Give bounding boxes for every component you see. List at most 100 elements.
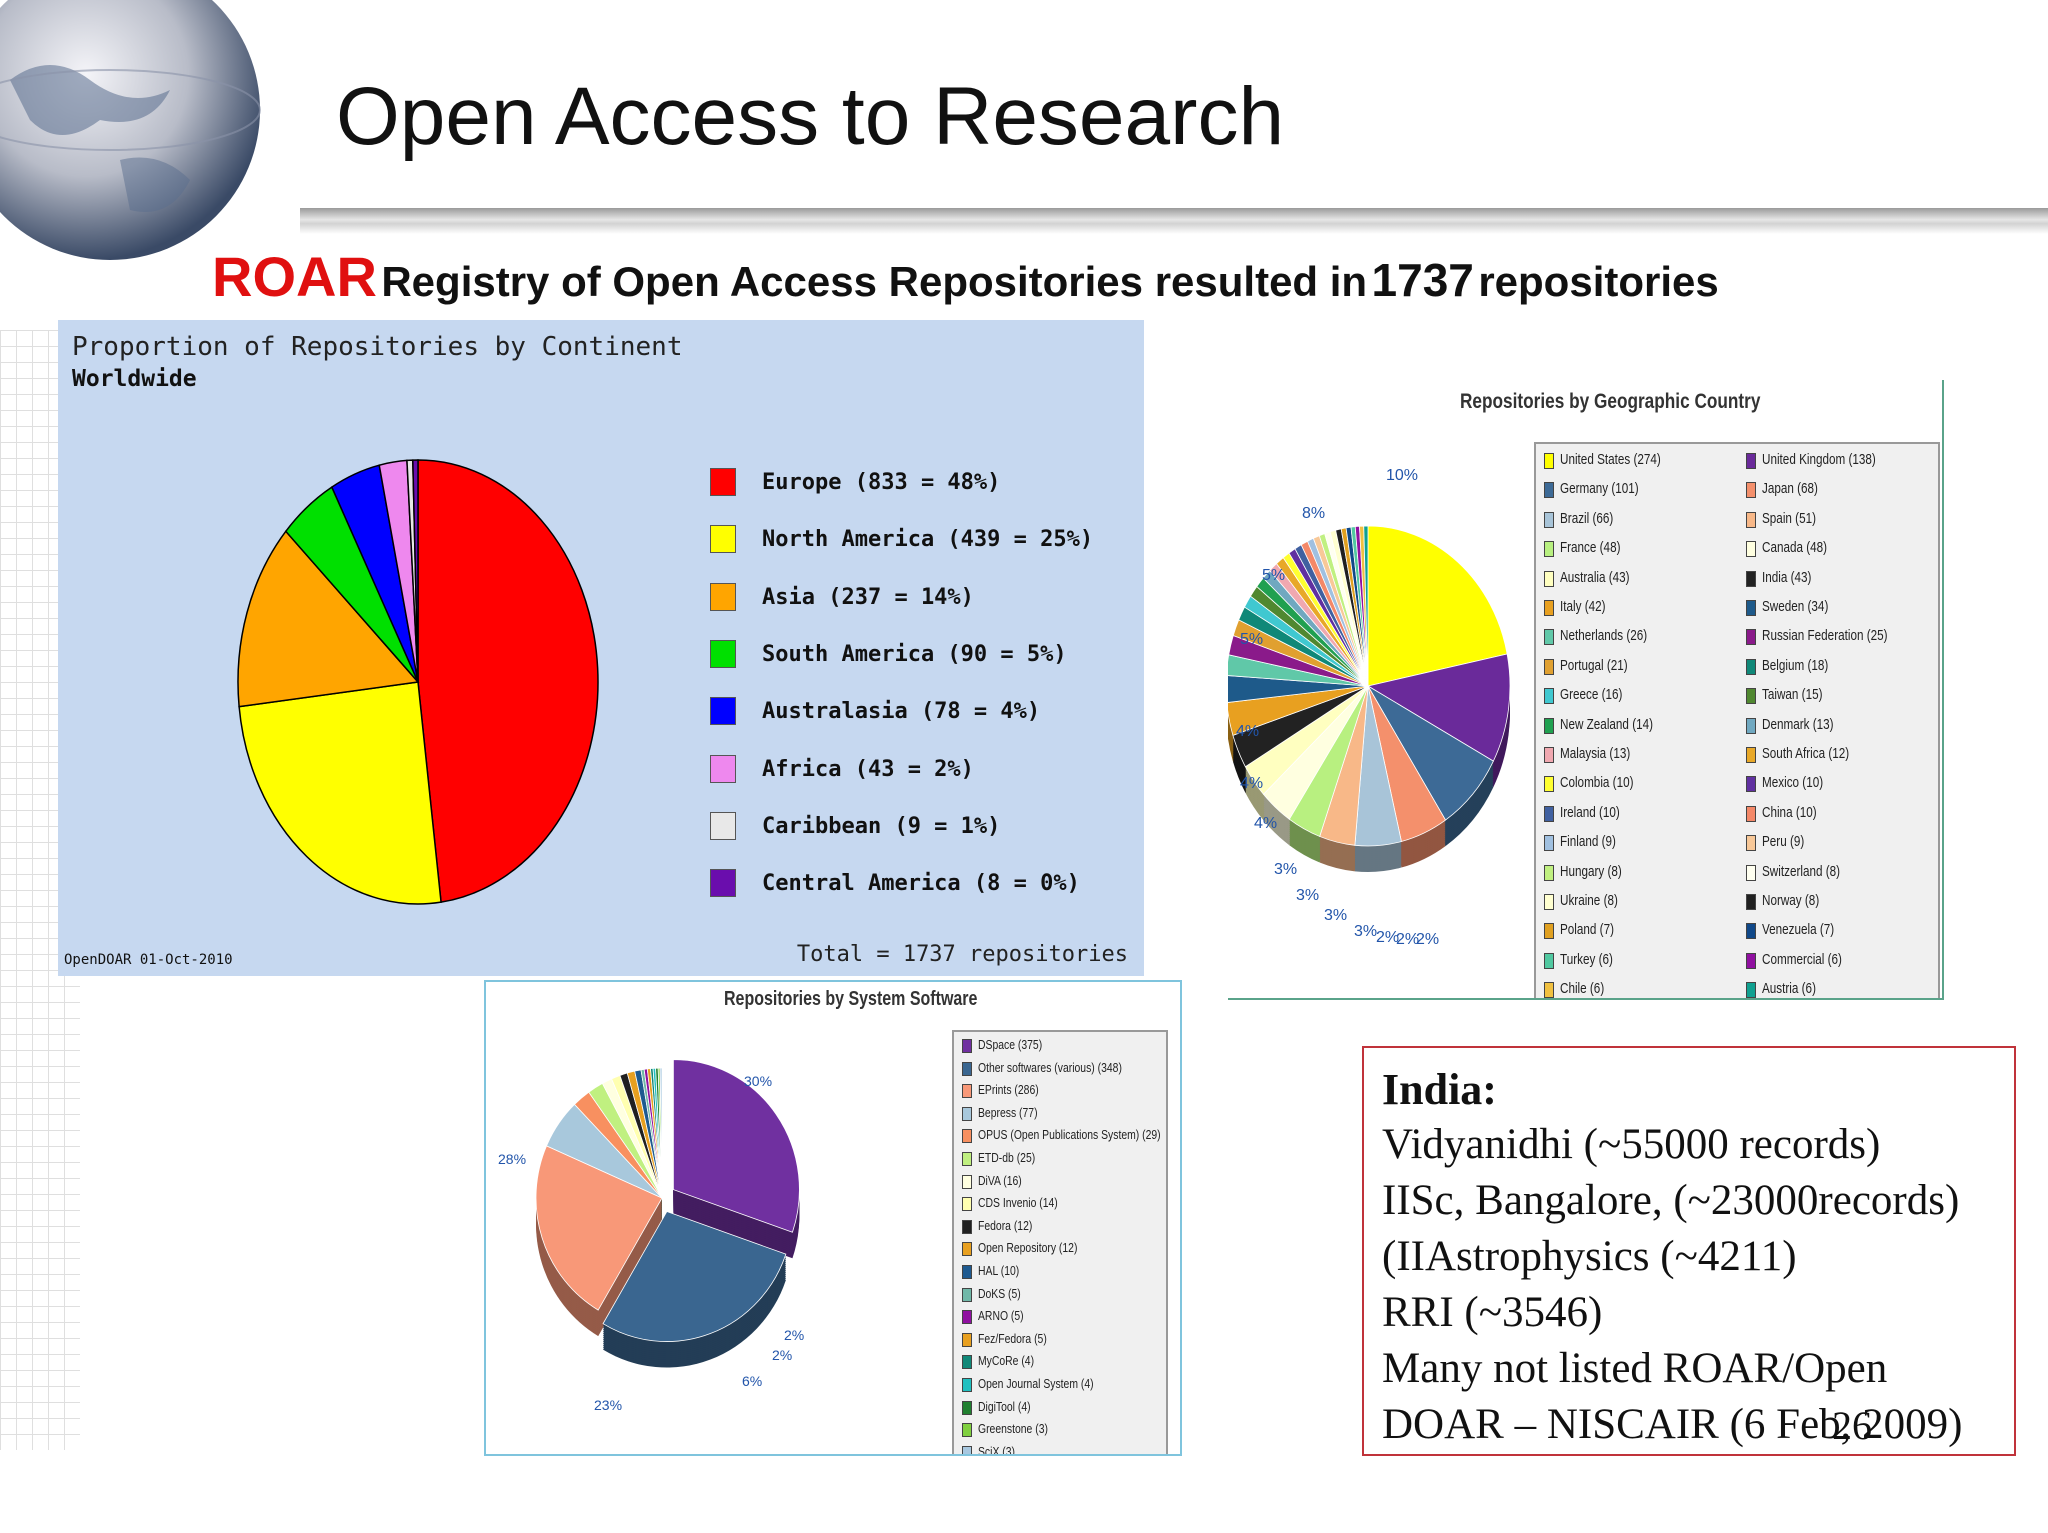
legend-label: Fedora (12) xyxy=(978,1217,1033,1233)
legend-swatch xyxy=(1746,482,1756,499)
legend-label: Turkey (6) xyxy=(1560,950,1613,968)
legend-label: Spain (51) xyxy=(1762,509,1816,527)
legend-label: Austria (6) xyxy=(1762,980,1816,998)
legend-swatch xyxy=(962,1423,972,1438)
legend-swatch xyxy=(1746,511,1756,528)
chart-source: OpenDOAR 01-Oct-2010 xyxy=(64,952,233,968)
legend-swatch xyxy=(1544,570,1554,587)
roar-label: ROAR xyxy=(212,245,377,308)
legend-label: Portugal (21) xyxy=(1560,656,1628,674)
legend-swatch xyxy=(1544,600,1554,616)
legend-label: Greece (16) xyxy=(1560,686,1623,704)
legend-label: Peru (9) xyxy=(1762,833,1805,851)
legend-swatch xyxy=(962,1287,972,1302)
percent-label: 4% xyxy=(1240,775,1263,792)
legend-swatch xyxy=(1544,776,1554,793)
percent-label: 3% xyxy=(1354,923,1377,940)
legend-label: Russian Federation (25) xyxy=(1762,627,1888,645)
legend-swatch xyxy=(962,1039,972,1053)
legend-label: Belgium (18) xyxy=(1762,656,1829,674)
legend-swatch xyxy=(1544,747,1554,763)
globe-image xyxy=(0,0,261,260)
legend-swatch xyxy=(710,811,736,840)
legend-swatch xyxy=(962,1084,972,1099)
legend-swatch xyxy=(1746,600,1756,616)
legend-label: Brazil (66) xyxy=(1560,509,1614,527)
legend-label: EPrints (286) xyxy=(978,1082,1039,1098)
chart-title: Repositories by System Software xyxy=(724,988,978,1010)
software-legend: DSpace (375)Other softwares (various) (3… xyxy=(952,1030,1168,1456)
legend-label: Other softwares (various) (348) xyxy=(978,1059,1122,1075)
percent-label: 2% xyxy=(772,1347,792,1363)
legend-swatch xyxy=(962,1310,972,1325)
legend-label: DoKS (5) xyxy=(978,1285,1021,1301)
legend-label: Japan (68) xyxy=(1762,480,1818,498)
pie-slice xyxy=(237,530,420,708)
legend-swatch xyxy=(710,468,736,496)
percent-label: 2% xyxy=(1376,929,1399,946)
india-line: RRI (~3546) xyxy=(1382,1289,1603,1336)
legend-swatch xyxy=(1746,982,1756,998)
legend-swatch xyxy=(1544,717,1554,734)
pie-slice xyxy=(417,459,599,904)
legend-label: Switzerland (8) xyxy=(1762,862,1841,880)
percent-label: 23% xyxy=(594,1397,622,1413)
chart-title: Proportion of Repositories by Continent xyxy=(72,332,683,362)
legend-label: ETD-db (25) xyxy=(978,1150,1036,1165)
legend-label: Mexico (10) xyxy=(1762,774,1824,792)
legend-swatch xyxy=(710,869,736,898)
legend-swatch xyxy=(1544,511,1554,528)
legend-label: China (10) xyxy=(1762,803,1817,821)
legend-swatch xyxy=(962,1400,972,1415)
legend-label: Taiwan (15) xyxy=(1762,686,1823,704)
pie-slice xyxy=(412,459,419,683)
subtitle-text: Registry of Open Access Repositories res… xyxy=(381,258,1368,305)
pie-slice xyxy=(1366,653,1511,762)
slide-subtitle: ROAR Registry of Open Access Repositorie… xyxy=(212,244,1719,309)
india-line: Vidyanidhi (~55000 records) xyxy=(1382,1121,1881,1168)
legend-label: DiVA (16) xyxy=(978,1172,1022,1188)
percent-label: 8% xyxy=(1302,505,1325,522)
legend-swatch xyxy=(962,1152,972,1166)
legend-label: New Zealand (14) xyxy=(1560,715,1654,733)
india-line: IISc, Bangalore, (~23000records) xyxy=(1382,1177,1960,1224)
chart-total: Total = 1737 repositories xyxy=(796,942,1128,967)
slide-title: Open Access to Research xyxy=(336,71,1285,162)
legend-swatch xyxy=(1544,629,1554,646)
legend-label: Italy (42) xyxy=(1560,598,1606,615)
legend-swatch xyxy=(1544,894,1554,910)
pie-slice xyxy=(673,1059,800,1233)
legend-swatch xyxy=(1544,864,1554,881)
legend-swatch xyxy=(962,1355,972,1370)
india-line: DOAR – NISCAIR (6 Feb, 2009) xyxy=(1382,1401,1963,1448)
legend-swatch xyxy=(1544,805,1554,822)
legend-swatch xyxy=(962,1061,972,1076)
chart-subtitle: Worldwide xyxy=(72,366,197,392)
legend-label: MyCoRe (4) xyxy=(978,1353,1035,1369)
legend-label: Ukraine (8) xyxy=(1560,892,1618,909)
subtitle-suffix: repositories xyxy=(1478,258,1719,305)
software-pie-svg: 30%28%23%6%2%2% xyxy=(498,1059,804,1413)
percent-label: 5% xyxy=(1262,567,1285,584)
legend-label: HAL (10) xyxy=(978,1263,1020,1278)
legend-swatch xyxy=(962,1265,972,1279)
legend-swatch xyxy=(710,754,736,783)
legend-label: South America (90 = 5%) xyxy=(762,641,1067,667)
legend-swatch xyxy=(1544,482,1554,499)
legend-label: SciX (3) xyxy=(978,1443,1015,1456)
legend-label: Poland (7) xyxy=(1560,921,1614,939)
continent-pie-chart: Proportion of Repositories by Continent … xyxy=(58,320,1144,976)
percent-label: 10% xyxy=(1386,467,1418,484)
pie-slice xyxy=(1228,675,1369,703)
pie-slice xyxy=(659,1067,663,1199)
percent-label: 2% xyxy=(784,1327,804,1343)
legend-swatch xyxy=(962,1219,972,1234)
legend-swatch xyxy=(1746,629,1756,646)
legend-label: Finland (9) xyxy=(1560,833,1616,851)
legend-label: United Kingdom (138) xyxy=(1762,451,1876,468)
legend-swatch xyxy=(1544,835,1554,852)
chart-title: Repositories by Geographic Country xyxy=(1460,390,1761,413)
pie-slice xyxy=(535,1145,663,1311)
legend-swatch xyxy=(962,1174,972,1189)
legend-swatch xyxy=(710,582,736,611)
